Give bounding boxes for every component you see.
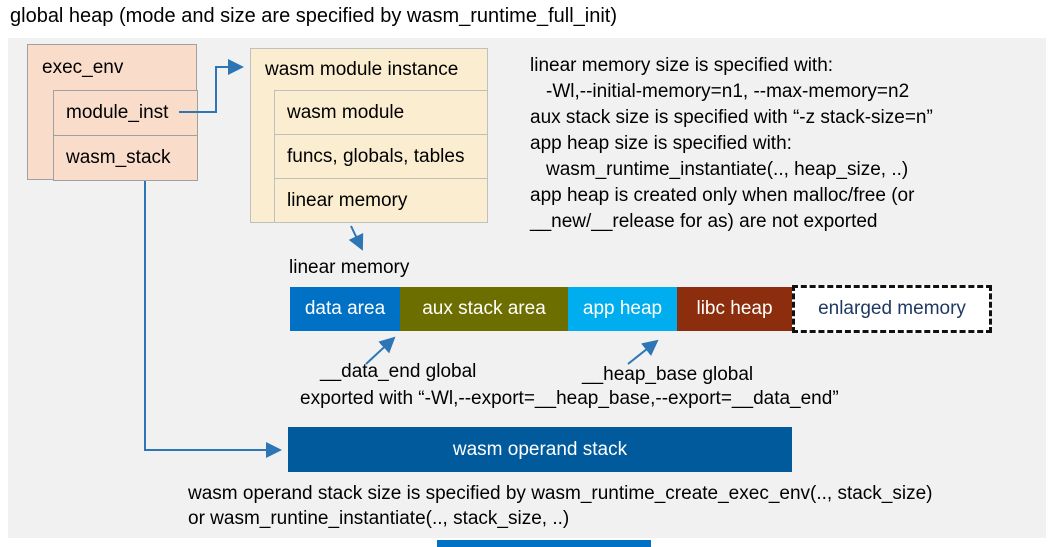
exec-env-title: exec_env bbox=[42, 57, 124, 78]
memory-segment-app-heap: app heap bbox=[568, 287, 677, 331]
bottom-note-line: wasm operand stack size is specified by … bbox=[188, 483, 933, 504]
exec-env-row-wasm-stack: wasm_stack bbox=[53, 135, 198, 181]
note-line: __new/__release for as) are not exported bbox=[530, 211, 878, 232]
notes-block: linear memory size is specified with: -W… bbox=[530, 53, 1042, 235]
exported-with-label: exported with “-Wl,--export=__heap_base,… bbox=[300, 388, 839, 409]
note-line: -Wl,--initial-memory=n1, --max-memory=n2 bbox=[546, 81, 910, 102]
exec-env-row-module-inst: module_inst bbox=[53, 90, 198, 136]
module-instance-row-funcs-globals-tables: funcs, globals, tables bbox=[274, 134, 488, 179]
bottom-note-block: wasm operand stack size is specified by … bbox=[188, 481, 933, 531]
linear-memory-bar: data area aux stack area app heap libc h… bbox=[290, 285, 992, 333]
note-line: wasm_runtime_instantiate(.., heap_size, … bbox=[546, 159, 909, 180]
linear-memory-label: linear memory bbox=[289, 257, 410, 278]
module-instance-row-wasm-module: wasm module bbox=[274, 90, 488, 135]
bottom-note-line: or wasm_runtine_instantiate(.., stack_si… bbox=[188, 508, 570, 529]
module-instance-box: wasm module instance wasm module funcs, … bbox=[250, 48, 488, 223]
note-line: app heap size is specified with: bbox=[530, 133, 792, 154]
module-instance-title: wasm module instance bbox=[265, 59, 459, 80]
memory-segment-libc-heap: libc heap bbox=[677, 287, 792, 331]
note-line: linear memory size is specified with: bbox=[530, 55, 834, 76]
memory-segment-aux-stack-area: aux stack area bbox=[400, 287, 568, 331]
note-line: aux stack size is specified with “-z sta… bbox=[530, 107, 933, 128]
diagram-title: global heap (mode and size are specified… bbox=[10, 5, 617, 27]
memory-segment-enlarged-memory: enlarged memory bbox=[792, 285, 992, 333]
note-line: app heap is created only when malloc/fre… bbox=[530, 185, 915, 206]
module-instance-row-linear-memory: linear memory bbox=[274, 178, 488, 223]
memory-segment-data-area: data area bbox=[290, 287, 400, 331]
exec-env-box: exec_env module_inst wasm_stack bbox=[27, 44, 198, 181]
bottom-blue-strip bbox=[437, 540, 651, 547]
heap-base-global-label: __heap_base global bbox=[582, 364, 754, 385]
data-end-global-label: __data_end global bbox=[320, 361, 477, 382]
wasm-operand-stack-bar: wasm operand stack bbox=[288, 427, 792, 472]
